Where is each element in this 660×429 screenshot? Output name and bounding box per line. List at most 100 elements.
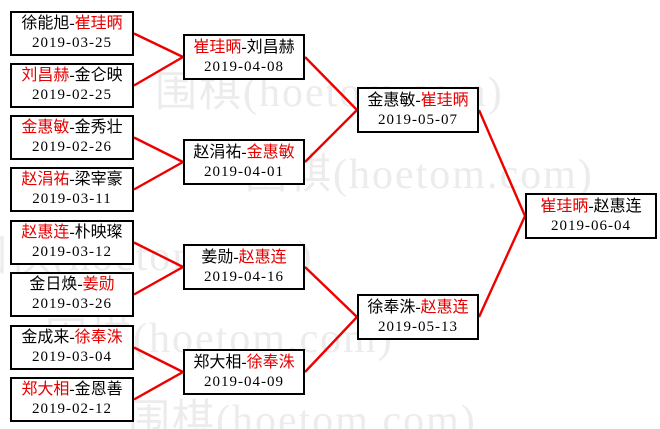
separator: - [69, 67, 75, 84]
connector-line [477, 109, 527, 217]
match-players: 金惠敏-崔珪昞 [367, 91, 468, 111]
connector-line [133, 55, 184, 87]
player1-name: 金成来 [21, 329, 70, 346]
player2-name: 徐奉洙 [246, 353, 295, 371]
match-date: 2019-04-16 [204, 268, 284, 285]
connector-line [133, 370, 184, 401]
connector-line [133, 346, 184, 374]
connector-line [477, 215, 527, 318]
connector-line [133, 241, 184, 269]
separator: - [241, 143, 247, 161]
match-r1-4: 赵涓祐-梁宰豪 2019-03-11 [10, 167, 134, 212]
match-players: 赵惠连-朴映璨 [21, 223, 122, 243]
match-players: 金日焕-姜勋 [29, 275, 114, 295]
player1-name: 姜勋 [201, 248, 234, 266]
match-r1-7: 金成来-徐奉洙 2019-03-04 [10, 325, 134, 370]
match-r2-1: 崔珪昞-刘昌赫 2019-04-08 [183, 34, 305, 80]
match-players: 金成来-徐奉洙 [21, 328, 122, 348]
connector-line [304, 316, 358, 373]
match-players: 徐奉洙-赵惠连 [367, 298, 468, 318]
player1-name: 金日焕 [29, 276, 78, 293]
connector-line [133, 32, 184, 59]
player1-name: 徐奉洙 [367, 298, 416, 316]
match-players: 赵涓祐-金惠敏 [193, 143, 294, 163]
separator: - [69, 329, 75, 346]
connector-line [304, 109, 358, 163]
separator: - [233, 248, 239, 266]
player2-name: 金仑映 [74, 67, 123, 84]
connector-line [133, 160, 184, 191]
match-r1-8: 郑大相-金恩善 2019-02-12 [10, 377, 134, 422]
player1-name: 赵惠连 [21, 224, 70, 241]
player1-name: 刘昌赫 [21, 67, 70, 84]
separator: - [415, 91, 421, 109]
player1-name: 崔珪昞 [540, 197, 589, 215]
match-date: 2019-05-13 [378, 318, 458, 335]
match-date: 2019-02-12 [32, 401, 112, 417]
match-r1-3: 金惠敏-金秀壮 2019-02-26 [10, 115, 134, 160]
player1-name: 金惠敏 [367, 91, 416, 109]
match-players: 崔珪昞-赵惠连 [540, 197, 641, 217]
player2-name: 崔珪昞 [420, 91, 469, 109]
match-date: 2019-03-25 [32, 35, 112, 51]
match-date: 2019-02-26 [32, 139, 112, 155]
player1-name: 赵涓祐 [193, 143, 242, 161]
player1-name: 赵涓祐 [21, 171, 70, 188]
match-sf-2: 徐奉洙-赵惠连 2019-05-13 [357, 294, 479, 340]
player2-name: 赵惠连 [238, 248, 287, 266]
match-date: 2019-04-09 [204, 373, 284, 390]
separator: - [241, 353, 247, 371]
separator: - [241, 38, 247, 56]
match-date: 2019-04-08 [204, 58, 284, 75]
match-players: 金惠敏-金秀壮 [21, 118, 122, 138]
separator: - [588, 197, 594, 215]
match-sf-1: 金惠敏-崔珪昞 2019-05-07 [357, 87, 479, 133]
separator: - [77, 276, 83, 293]
match-players: 姜勋-赵惠连 [201, 248, 286, 268]
player2-name: 刘昌赫 [246, 38, 295, 56]
separator: - [415, 298, 421, 316]
match-r2-2: 赵涓祐-金惠敏 2019-04-01 [183, 139, 305, 185]
player1-name: 崔珪昞 [193, 38, 242, 56]
match-players: 刘昌赫-金仑映 [21, 66, 122, 86]
match-players: 赵涓祐-梁宰豪 [21, 170, 122, 190]
match-players: 郑大相-徐奉洙 [193, 353, 294, 373]
match-date: 2019-03-12 [32, 244, 112, 260]
player1-name: 郑大相 [21, 381, 70, 398]
match-date: 2019-06-04 [551, 217, 631, 234]
separator: - [69, 171, 75, 188]
connector-line [304, 266, 358, 318]
match-players: 崔珪昞-刘昌赫 [193, 38, 294, 58]
match-date: 2019-02-25 [32, 87, 112, 103]
connector-line [133, 136, 184, 164]
match-r1-5: 赵惠连-朴映璨 2019-03-12 [10, 220, 134, 265]
match-players: 郑大相-金恩善 [21, 380, 122, 400]
separator: - [69, 119, 75, 136]
player2-name: 朴映璨 [74, 224, 123, 241]
match-date: 2019-03-04 [32, 349, 112, 365]
match-date: 2019-03-11 [32, 191, 112, 207]
player2-name: 金恩善 [74, 381, 123, 398]
player1-name: 郑大相 [193, 353, 242, 371]
player2-name: 赵惠连 [593, 197, 642, 215]
player2-name: 金惠敏 [246, 143, 295, 161]
separator: - [69, 224, 75, 241]
connector-line [133, 265, 184, 296]
match-players: 徐能旭-崔珪昞 [21, 14, 122, 34]
match-r1-1: 徐能旭-崔珪昞 2019-03-25 [10, 11, 134, 56]
separator: - [69, 381, 75, 398]
match-date: 2019-04-01 [204, 163, 284, 180]
player2-name: 姜勋 [82, 276, 115, 293]
separator: - [69, 15, 75, 32]
match-r2-4: 郑大相-徐奉洙 2019-04-09 [183, 349, 305, 395]
match-final: 崔珪昞-赵惠连 2019-06-04 [525, 193, 657, 239]
match-r1-6: 金日焕-姜勋 2019-03-26 [10, 272, 134, 317]
match-date: 2019-03-26 [32, 296, 112, 312]
match-r2-3: 姜勋-赵惠连 2019-04-16 [183, 244, 305, 290]
match-r1-2: 刘昌赫-金仑映 2019-02-25 [10, 63, 134, 108]
player1-name: 徐能旭 [21, 15, 70, 32]
player2-name: 梁宰豪 [74, 171, 123, 188]
connector-line [304, 56, 358, 111]
